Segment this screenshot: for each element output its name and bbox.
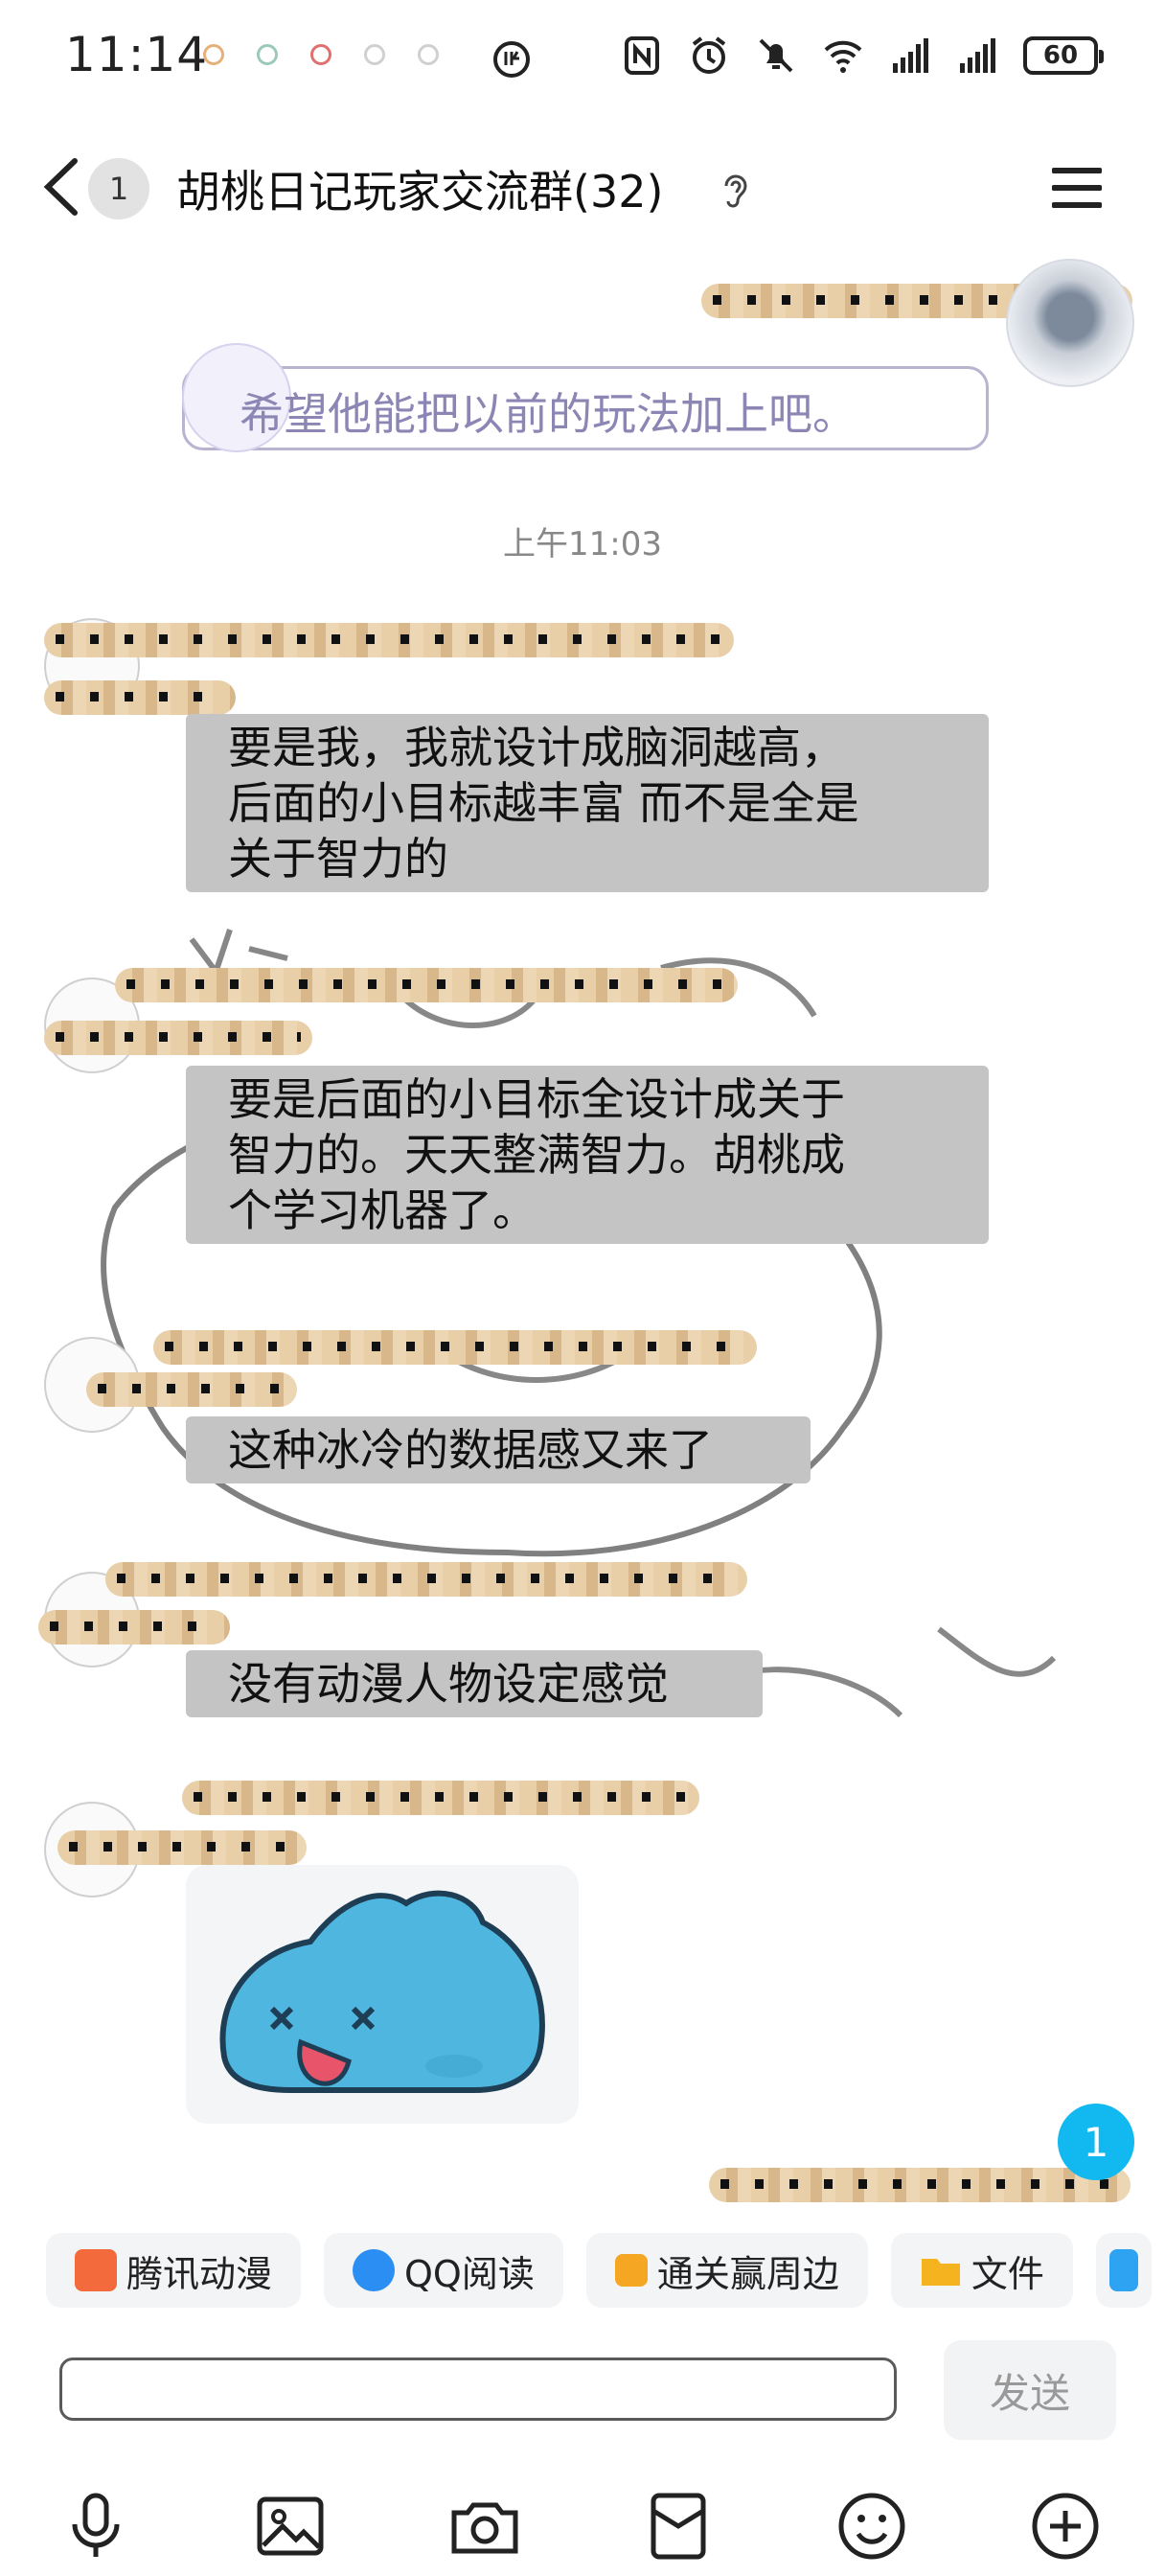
message-line: 关于智力的	[228, 833, 448, 885]
tencent-comic-icon	[75, 2249, 117, 2291]
chat-message-list[interactable]: 希望他能把以前的玩法加上吧。 上午11:03 要是我，我就设计成脑洞越高， 后面…	[0, 240, 1165, 2223]
redacted-nickname	[57, 1830, 307, 1865]
quick-item-qq-reading[interactable]: QQ阅读	[324, 2233, 563, 2308]
notification-icon	[418, 44, 439, 65]
signal-icon	[893, 38, 928, 73]
redacted-nickname	[182, 1781, 699, 1815]
plus-icon[interactable]	[1029, 2490, 1102, 2563]
alarm-icon	[692, 36, 726, 74]
notification-icon	[310, 44, 331, 65]
group-title[interactable]: 胡桃日记玩家交流群(32)	[176, 166, 664, 218]
self-message-text: 希望他能把以前的玩法加上吧。	[240, 388, 857, 440]
message-line: 这种冰冷的数据感又来了	[228, 1424, 713, 1476]
folder-icon	[921, 2259, 960, 2286]
red-packet-icon[interactable]	[642, 2490, 715, 2563]
message-input[interactable]	[59, 2358, 897, 2421]
app-icon	[1108, 2249, 1138, 2291]
redacted-nickname	[709, 2168, 1131, 2202]
bubble-decoration-icon	[182, 343, 291, 452]
notification-icons	[203, 44, 439, 65]
redacted-nickname	[44, 1021, 312, 1055]
gift-icon	[614, 2254, 648, 2287]
sticker-image[interactable]	[186, 1865, 579, 2124]
quick-item-label: 文件	[971, 2252, 1044, 2295]
wifi-icon	[824, 40, 862, 73]
quick-item-rewards[interactable]: 通关赢周边	[585, 2233, 868, 2308]
menu-icon[interactable]	[1052, 163, 1102, 213]
unread-count-badge[interactable]: 1	[88, 158, 149, 219]
quick-item-label: QQ阅读	[404, 2252, 535, 2295]
message-line: 智力的。天天整满智力。胡桃成	[228, 1129, 845, 1181]
microphone-icon[interactable]	[59, 2490, 132, 2563]
speed-badge-icon	[493, 41, 530, 78]
status-time: 11:14	[65, 27, 209, 82]
message-bubble[interactable]: 要是后面的小目标全设计成关于 智力的。天天整满智力。胡桃成 个学习机器了。	[186, 1066, 989, 1244]
message-bubble[interactable]: 要是我，我就设计成脑洞越高， 后面的小目标越丰富 而不是全是 关于智力的	[186, 714, 989, 892]
message-line: 个学习机器了。	[228, 1184, 537, 1236]
message-bubble[interactable]: 没有动漫人物设定感觉	[186, 1650, 763, 1717]
redacted-nickname	[86, 1372, 297, 1407]
redacted-nickname	[153, 1330, 757, 1365]
quick-app-bar[interactable]: 腾讯动漫 QQ阅读 通关赢周边 文件	[46, 2233, 1152, 2308]
nav-bar: 1 胡桃日记玩家交流群(32)	[0, 134, 1165, 240]
nfc-icon	[625, 36, 659, 75]
camera-icon[interactable]	[448, 2490, 521, 2563]
redacted-nickname	[105, 1562, 747, 1597]
quick-item-more[interactable]	[1095, 2233, 1152, 2308]
input-toolbar	[0, 2472, 1165, 2568]
emoji-icon[interactable]	[835, 2490, 908, 2563]
quick-item-label: 通关赢周边	[656, 2252, 839, 2295]
self-message-bubble[interactable]	[182, 366, 989, 450]
redacted-nickname	[44, 623, 734, 657]
back-arrow-icon[interactable]	[38, 155, 86, 218]
mute-icon	[759, 38, 793, 73]
redacted-nickname	[44, 680, 236, 715]
signal-icon	[960, 38, 995, 73]
battery-indicator: 60	[1023, 36, 1104, 75]
quick-item-files[interactable]: 文件	[890, 2233, 1073, 2308]
message-line: 没有动漫人物设定感觉	[228, 1658, 669, 1710]
send-button[interactable]: 发送	[944, 2340, 1116, 2440]
notification-icon	[364, 44, 385, 65]
message-line: 后面的小目标越丰富 而不是全是	[228, 777, 859, 829]
message-line: 要是后面的小目标全设计成关于	[228, 1073, 845, 1125]
message-timestamp: 上午11:03	[503, 525, 662, 564]
message-line: 要是我，我就设计成脑洞越高，	[228, 722, 845, 773]
ear-icon[interactable]	[719, 171, 753, 213]
redacted-nickname	[38, 1610, 230, 1644]
sad-cat-sticker-icon	[219, 1890, 545, 2093]
redacted-nickname	[115, 968, 738, 1002]
image-icon[interactable]	[254, 2490, 327, 2563]
quick-item-label: 腾讯动漫	[126, 2252, 273, 2295]
message-bubble[interactable]: 这种冰冷的数据感又来了	[186, 1416, 811, 1484]
notification-icon	[257, 44, 278, 65]
qq-reading-icon	[353, 2249, 396, 2291]
self-avatar[interactable]	[1006, 259, 1134, 387]
status-bar: 11:14	[0, 0, 1165, 115]
new-message-badge[interactable]: 1	[1058, 2104, 1134, 2180]
quick-item-tencent-comic[interactable]: 腾讯动漫	[46, 2233, 302, 2308]
notification-icon	[203, 44, 224, 65]
